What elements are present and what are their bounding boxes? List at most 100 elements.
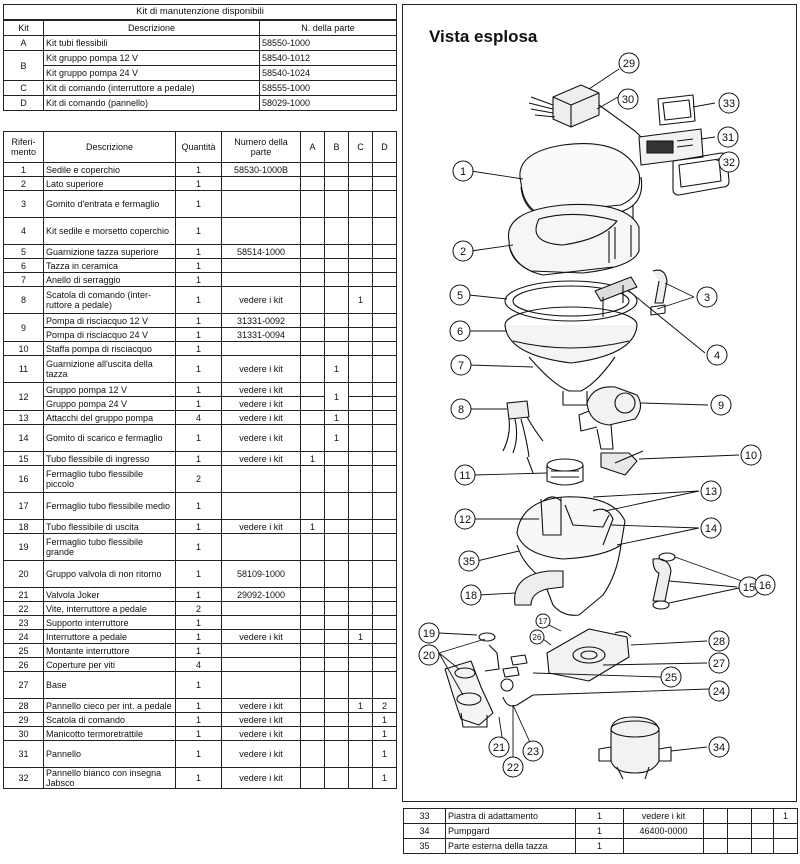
cell-desc: Tazza in ceramica	[43, 258, 176, 273]
cell-d	[372, 560, 397, 588]
cell-c	[348, 492, 373, 520]
cell-c	[751, 808, 774, 824]
cell-part	[221, 671, 301, 699]
cell-d	[773, 838, 798, 854]
cell-b	[324, 671, 349, 699]
cell-a	[300, 286, 325, 314]
callout-label: 7	[458, 360, 464, 372]
cell-c	[348, 382, 373, 397]
kit-table: Kit di manutenzione disponibili Kit Desc…	[2, 4, 398, 111]
callout-label: 33	[723, 98, 735, 110]
cell-part: vedere i kit	[221, 355, 301, 383]
cell-qty: 1	[175, 341, 222, 356]
cell-qty: 1	[175, 217, 222, 245]
kit-row: Kit gruppo pompa 24 V 58540-1024	[4, 65, 398, 81]
cell-ref: 4	[3, 217, 44, 245]
cell-b	[727, 823, 752, 839]
cell-c	[348, 396, 373, 411]
cell-desc: Base	[43, 671, 176, 699]
cell-c	[348, 767, 373, 789]
cell-c	[751, 838, 774, 854]
cell-desc: Fermaglio tubo flessibile piccolo	[43, 465, 176, 493]
cell-desc: Attacchi del gruppo pompa	[43, 410, 176, 425]
cell-b	[324, 176, 349, 191]
kit-row: B Kit gruppo pompa 12 V 58540-1012	[3, 50, 398, 81]
cell-a	[300, 492, 325, 520]
cell-qty: 1	[175, 190, 222, 218]
cell-ref: 21	[3, 587, 44, 602]
callout-circle	[708, 630, 730, 652]
cell-ref: 34	[403, 823, 446, 839]
cell-d	[372, 327, 397, 342]
callout-label: 32	[723, 157, 735, 169]
callout-label: 18	[465, 590, 477, 602]
cell-a	[300, 601, 325, 616]
cell-c: 1	[348, 698, 373, 713]
cell-ref: 24	[3, 629, 44, 644]
callout-circle	[700, 480, 722, 502]
cell-desc: Valvola Joker	[43, 587, 176, 602]
callout-label: 15	[743, 582, 755, 594]
cell-d	[372, 272, 397, 287]
cell-part: vedere i kit	[221, 726, 301, 741]
callout-circle	[450, 398, 472, 420]
cell-c	[348, 657, 373, 672]
cell-b	[324, 190, 349, 218]
cell-qty: 1	[175, 726, 222, 741]
callout-circle	[718, 151, 740, 173]
cell-d	[372, 313, 397, 328]
cell-d	[372, 671, 397, 699]
cell-desc: Scatola di comando	[43, 712, 176, 727]
cell-ref: 2	[3, 176, 44, 191]
cell-b	[324, 657, 349, 672]
pump-bracket-part	[600, 450, 644, 476]
cell-desc: Vite, interruttore a pedale	[43, 601, 176, 616]
cell-desc: Lato superiore	[43, 176, 176, 191]
cell-qty: 1	[175, 698, 222, 713]
kit-row: A Kit tubi flessibili 58550-1000	[3, 35, 398, 51]
cell-qty: 1	[175, 258, 222, 273]
cell-part: vedere i kit	[221, 424, 301, 452]
cell-part: vedere i kit	[221, 382, 301, 397]
cell-a	[703, 808, 728, 824]
cell-qty: 1	[175, 451, 222, 466]
callout-label: 35	[463, 556, 475, 568]
diagram-title: Vista esplosa	[429, 27, 538, 46]
kit-row: D Kit di comando (pannello) 58029-1000	[3, 95, 398, 111]
cell-qty: 1	[175, 327, 222, 342]
cell-part	[623, 838, 704, 854]
cell-b	[324, 629, 349, 644]
cell-a	[300, 244, 325, 259]
cell-qty: 1	[175, 492, 222, 520]
cell-c	[348, 355, 373, 383]
callout-label: 3	[704, 292, 710, 304]
cell-desc: Fermaglio tubo flessibile medio	[43, 492, 176, 520]
cell-part	[221, 615, 301, 630]
cell-a	[300, 671, 325, 699]
cell-ref: 1	[3, 162, 44, 177]
exploded-view-panel: Vista esplosa	[402, 4, 797, 802]
cell-a	[300, 217, 325, 245]
callout-label: 6	[457, 326, 463, 338]
cell-desc: Supporto interruttore	[43, 615, 176, 630]
cell-part	[221, 657, 301, 672]
panel-parts	[638, 94, 730, 196]
cell-ref: 5	[3, 244, 44, 259]
cell-b	[324, 313, 349, 328]
cell-d	[372, 258, 397, 273]
cell-part	[221, 465, 301, 493]
callout-circle	[618, 52, 640, 74]
callout-label: 21	[493, 742, 505, 754]
cell-b	[324, 712, 349, 727]
